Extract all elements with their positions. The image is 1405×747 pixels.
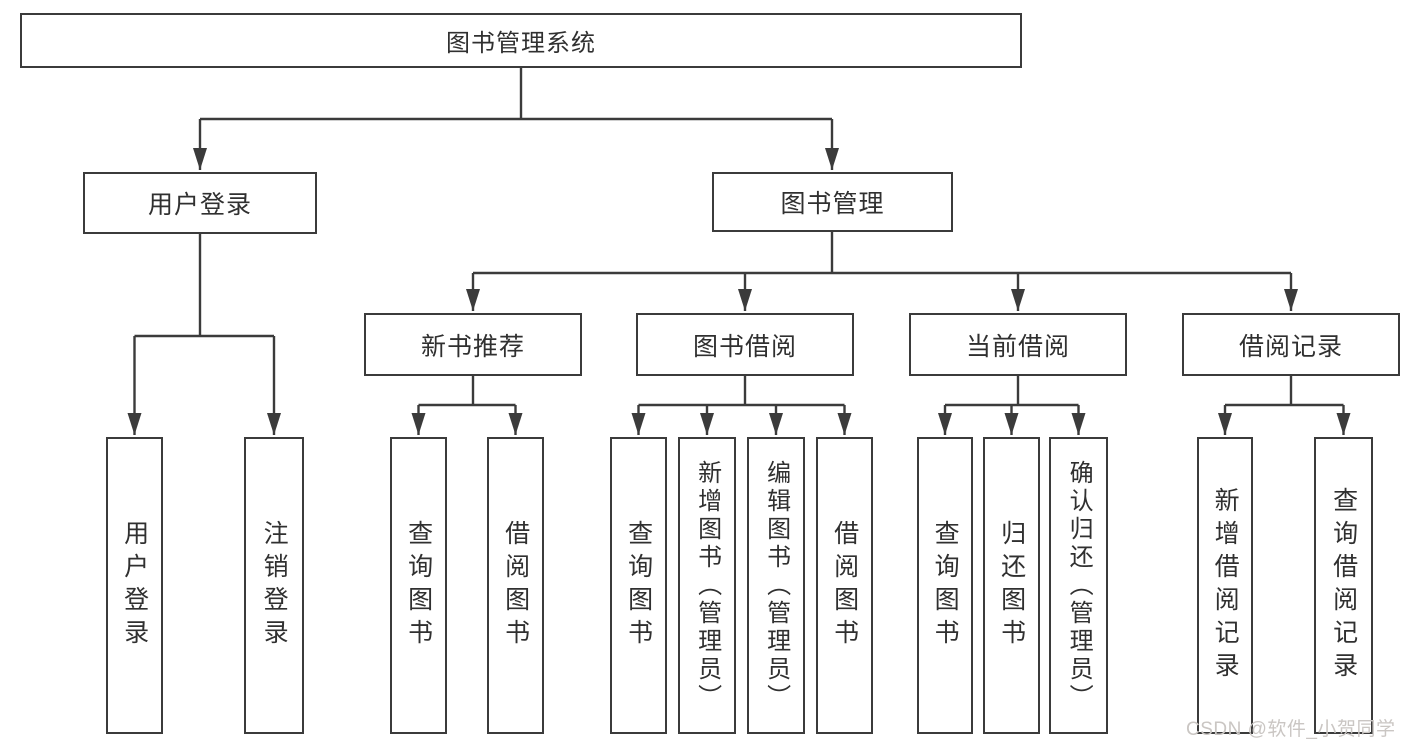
node-label: 图书借阅	[692, 332, 797, 361]
leaf-label: 借阅图书	[501, 519, 530, 652]
node-borrow-records: 借阅记录	[1182, 313, 1400, 376]
node-label: 用户登录	[147, 191, 252, 219]
node-current-borrow: 当前借阅	[909, 313, 1127, 376]
leaf-logout: 注销登录	[244, 437, 304, 734]
leaf-label: 查询图书	[624, 519, 653, 652]
leaf-confirm-return-admin: 确认归还（管理员）	[1049, 437, 1108, 734]
leaf-label: 编辑图书（管理员）	[762, 459, 790, 712]
leaf-label: 查询图书	[404, 519, 433, 652]
node-library-management-system: 图书管理系统	[20, 13, 1022, 68]
leaf-label: 用户登录	[120, 519, 149, 652]
leaf-label: 新增借阅记录	[1211, 486, 1240, 685]
leaf-label: 确认归还（管理员）	[1065, 459, 1093, 712]
node-book-borrow: 图书借阅	[636, 313, 854, 376]
leaf-query-books-borrow: 查询图书	[610, 437, 667, 734]
leaf-user-login: 用户登录	[106, 437, 163, 734]
node-label: 图书管理	[780, 190, 885, 218]
leaf-query-books-current: 查询图书	[917, 437, 973, 734]
node-label: 借阅记录	[1238, 332, 1343, 361]
leaf-label: 新增图书（管理员）	[693, 459, 721, 712]
node-label: 新书推荐	[420, 332, 525, 361]
leaf-label: 注销登录	[260, 519, 289, 652]
node-new-book-recommend: 新书推荐	[364, 313, 582, 376]
node-label: 当前借阅	[965, 332, 1070, 361]
node-book-management: 图书管理	[712, 172, 953, 232]
leaf-edit-books-admin: 编辑图书（管理员）	[747, 437, 805, 734]
leaf-label: 归还图书	[997, 519, 1026, 652]
node-label: 图书管理系统	[446, 30, 596, 57]
leaf-return-books: 归还图书	[983, 437, 1040, 734]
leaf-query-borrow-record: 查询借阅记录	[1314, 437, 1373, 734]
leaf-add-books-admin: 新增图书（管理员）	[678, 437, 736, 734]
leaf-borrow-books: 借阅图书	[816, 437, 873, 734]
leaf-label: 查询借阅记录	[1329, 486, 1358, 685]
node-user-login: 用户登录	[83, 172, 317, 234]
leaf-label: 查询图书	[931, 519, 960, 652]
leaf-add-borrow-record: 新增借阅记录	[1197, 437, 1253, 734]
leaf-borrow-books-recommend: 借阅图书	[487, 437, 544, 734]
leaf-query-books-recommend: 查询图书	[390, 437, 447, 734]
leaf-label: 借阅图书	[830, 519, 859, 652]
csdn-watermark: CSDN @软件_小贺同学	[1186, 719, 1396, 740]
